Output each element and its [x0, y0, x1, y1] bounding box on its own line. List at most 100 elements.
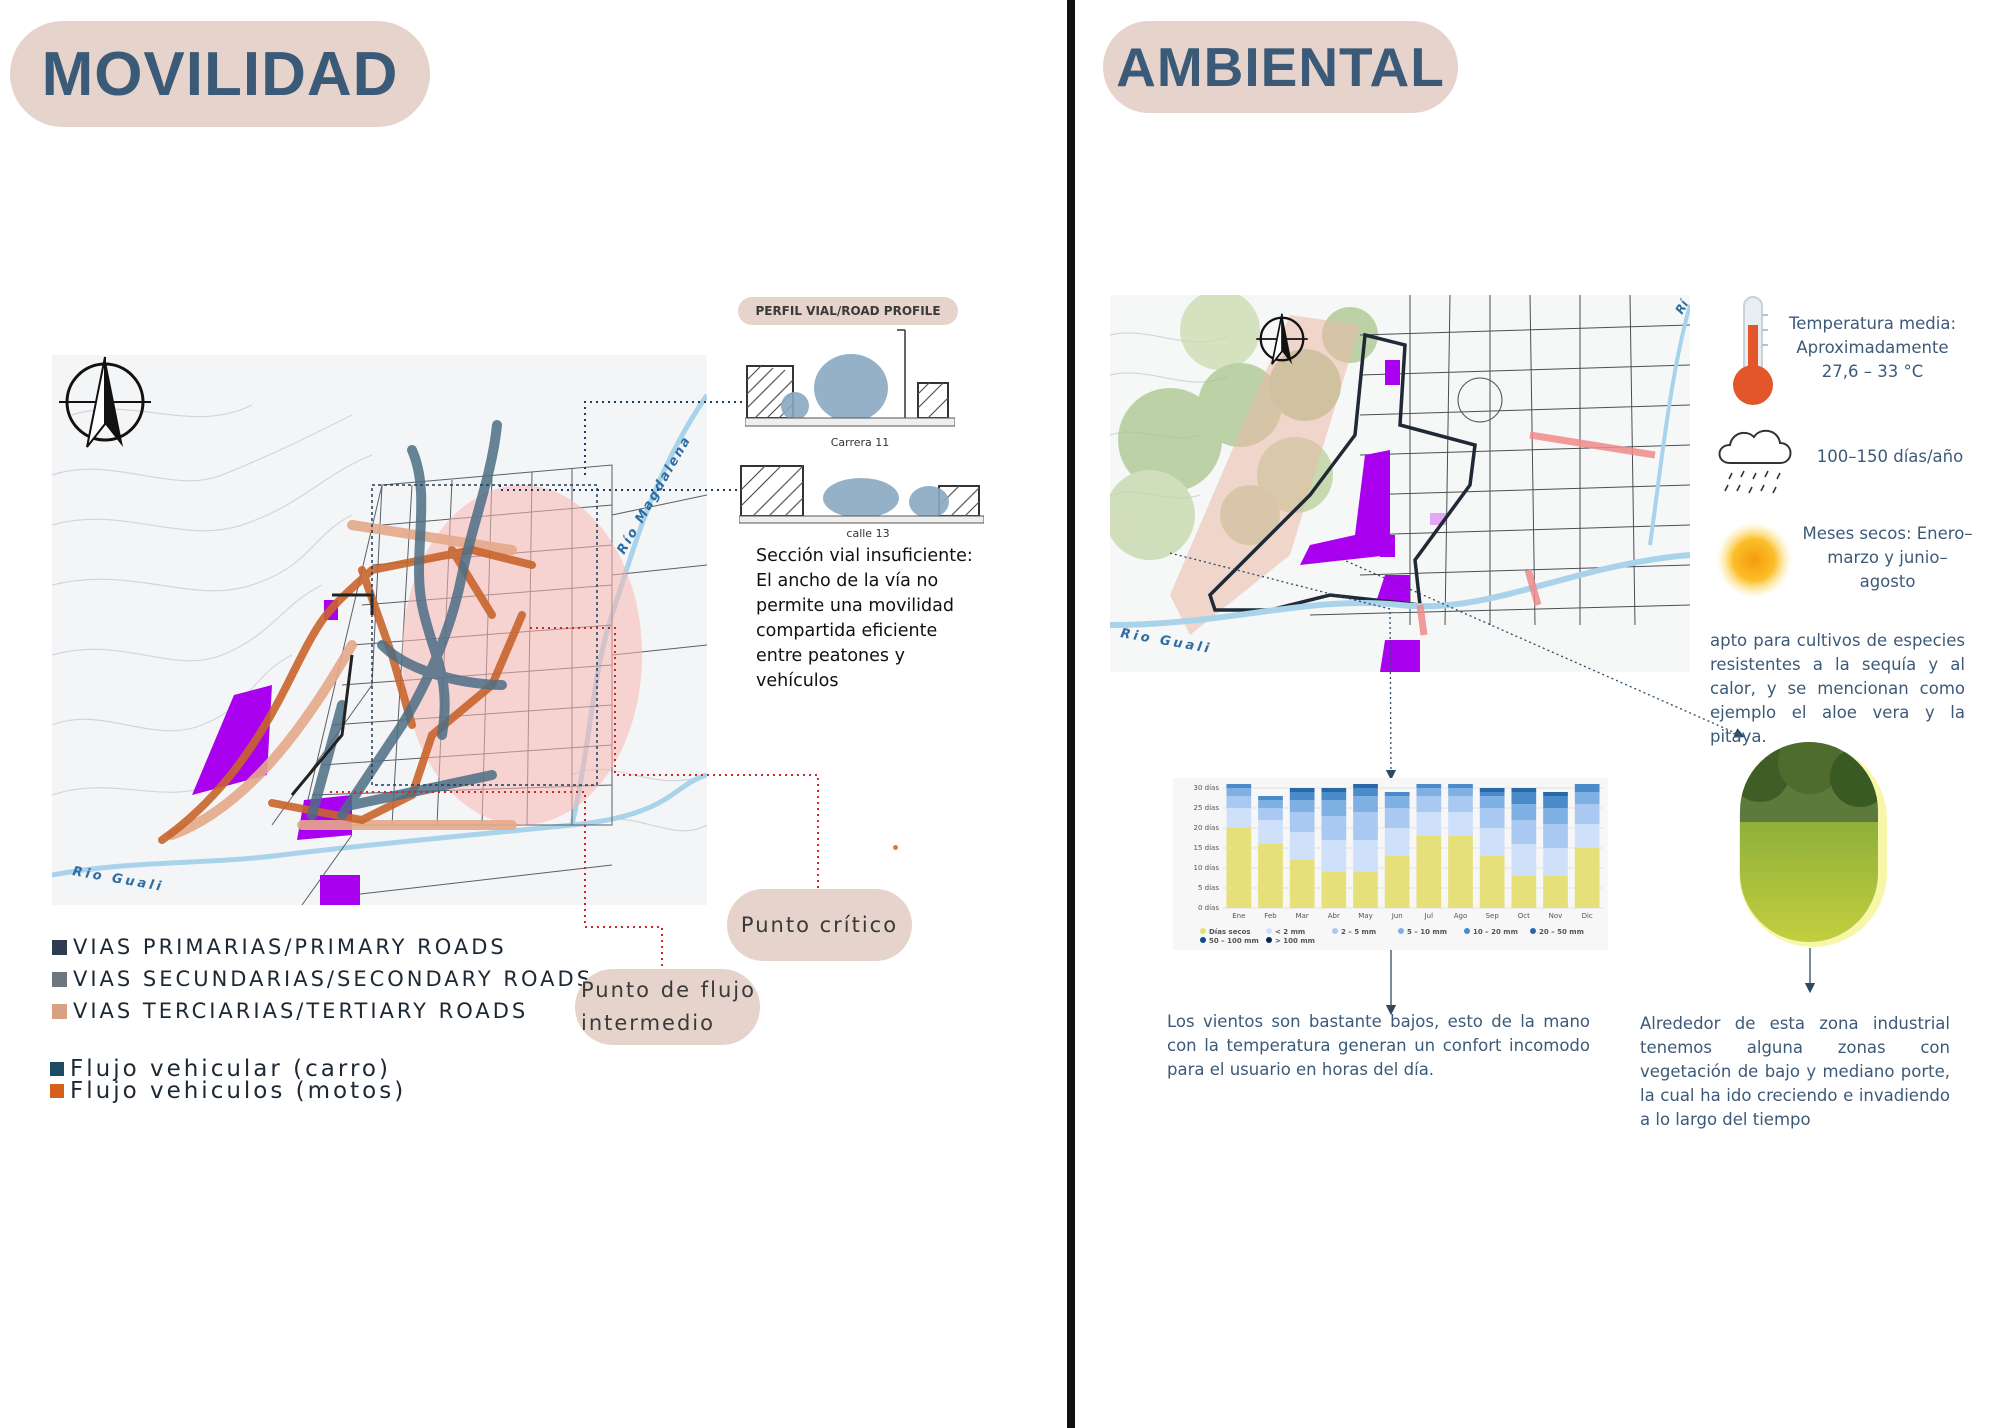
- vegetation-note: Alrededor de esta zona industrial tenemo…: [1640, 1014, 1950, 1129]
- chart-bar-segment: [1479, 796, 1505, 808]
- profile-caption-calle-13: calle 13: [846, 527, 890, 540]
- chart-bar-segment: [1574, 824, 1600, 848]
- chart-bar-segment: [1258, 800, 1283, 808]
- legend-label-secondary: VIAS SECUNDARIAS/SECONDARY ROADS: [73, 967, 594, 991]
- temperature-text: Temperatura media: Aproximadamente 27,6 …: [1788, 314, 1957, 381]
- chart-bar-segment: [1321, 788, 1347, 792]
- punto-flujo-pill: Punto de flujo intermedio: [575, 969, 760, 1045]
- chart-ytick-label: 15 días: [1194, 844, 1220, 852]
- chart-bar-segment: [1384, 792, 1410, 796]
- movilidad-title: MOVILIDAD: [41, 39, 399, 109]
- legend-swatch-tertiary: [52, 1003, 67, 1019]
- chart-bar-segment: [1416, 796, 1442, 812]
- sun-icon: [1716, 522, 1792, 598]
- chart-bar-segment: [1289, 800, 1315, 812]
- chart-bar-segment: [1574, 804, 1600, 824]
- chart-bar-segment: [1353, 788, 1378, 796]
- chart-bar-segment: [1226, 784, 1252, 788]
- chart-bar-segment: [1289, 860, 1315, 908]
- chart-xtick-label: Abr: [1328, 912, 1340, 920]
- dry-months-text: Meses secos: Enero–marzo y junio–agosto: [1802, 524, 1973, 591]
- legend-label-car: Flujo vehicular (carro): [70, 1056, 391, 1082]
- chart-bar-segment: [1226, 828, 1252, 908]
- chart-xtick-label: Mar: [1296, 912, 1309, 920]
- chart-legend-swatch: [1398, 928, 1404, 934]
- env-critical-segments: [1416, 431, 1656, 636]
- chart-bar-segment: [1321, 792, 1347, 800]
- chart-bar-segment: [1543, 876, 1568, 908]
- chart-bar-segment: [1479, 808, 1505, 828]
- chart-legend-label: < 2 mm: [1275, 928, 1305, 936]
- chart-bar-segment: [1543, 792, 1568, 796]
- chart-legend-label: 5 – 10 mm: [1407, 928, 1447, 936]
- chart-xtick-label: Jul: [1424, 912, 1434, 920]
- chart-legend-label: 20 – 50 mm: [1539, 928, 1584, 936]
- roads-legend: VIAS PRIMARIAS/PRIMARY ROADS VIAS SECUND…: [52, 931, 593, 1027]
- legend-label-primary: VIAS PRIMARIAS/PRIMARY ROADS: [73, 935, 507, 959]
- chart-xtick-label: Dic: [1582, 912, 1593, 920]
- road-profile-label: PERFIL VIAL/ROAD PROFILE: [755, 304, 941, 318]
- chart-bar-segment: [1511, 820, 1537, 844]
- chart-bar-segment: [1479, 856, 1505, 908]
- punto-flujo-label: Punto de flujo intermedio: [581, 978, 756, 1035]
- chart-bar-segment: [1416, 784, 1442, 788]
- road-profile-carrera-11: [745, 329, 955, 427]
- chart-bar-segment: [1479, 792, 1505, 796]
- chart-bar-segment: [1543, 796, 1568, 808]
- chart-bar-segment: [1479, 788, 1505, 792]
- chart-bar-segment: [1511, 792, 1537, 804]
- mobility-connectors: [330, 401, 819, 970]
- orange-dot: [893, 845, 898, 850]
- chart-bar-segment: [1448, 812, 1473, 836]
- chart-bar-segment: [1289, 792, 1315, 800]
- legend-secondary-roads: VIAS SECUNDARIAS/SECONDARY ROADS: [52, 963, 593, 995]
- chart-bar-segment: [1226, 808, 1252, 828]
- crops-note: apto para cultivos de especies resistent…: [1710, 631, 1965, 746]
- chart-bar-segment: [1353, 840, 1378, 872]
- chart-bar-segment: [1511, 788, 1537, 792]
- chart-bar-segment: [1448, 784, 1473, 788]
- chart-bar-segment: [1574, 848, 1600, 908]
- road-profile-calle-13: [739, 465, 984, 524]
- chart-bar-segment: [1543, 824, 1568, 848]
- legend-moto-flow: Flujo vehiculos (motos): [50, 1078, 406, 1104]
- chart-xtick-label: Feb: [1264, 912, 1277, 920]
- rain-cloud-icon: [1718, 429, 1792, 494]
- chart-ytick-label: 30 días: [1194, 784, 1220, 792]
- chart-bar-segment: [1353, 812, 1378, 840]
- legend-primary-roads: VIAS PRIMARIAS/PRIMARY ROADS: [52, 931, 593, 963]
- punto-critico-pill: Punto crítico: [727, 889, 912, 961]
- chart-ytick-label: 5 días: [1198, 884, 1219, 892]
- chart-bar-segment: [1384, 808, 1410, 828]
- chart-legend-swatch: [1200, 928, 1206, 934]
- chart-bar-segment: [1479, 828, 1505, 856]
- chart-bar-segment: [1543, 848, 1568, 876]
- chart-bar-segment: [1289, 812, 1315, 832]
- contour-lines: [52, 404, 707, 832]
- movilidad-title-pill: MOVILIDAD: [10, 21, 430, 127]
- chart-bar-segment: [1574, 792, 1600, 804]
- chart-bar-segment: [1384, 856, 1410, 908]
- legend-tertiary-roads: VIAS TERCIARIAS/TERTIARY ROADS: [52, 995, 593, 1027]
- chart-legend-label: > 100 mm: [1275, 937, 1315, 945]
- chart-bar-segment: [1226, 788, 1252, 796]
- legend-swatch-moto: [50, 1084, 64, 1098]
- chart-bar-segment: [1448, 788, 1473, 796]
- legend-swatch-car: [50, 1062, 64, 1076]
- chart-bar-segment: [1384, 828, 1410, 856]
- legend-car-flow: Flujo vehicular (carro): [50, 1056, 406, 1082]
- chart-bar-segment: [1416, 788, 1442, 796]
- wind-note: Los vientos son bastante bajos, esto de …: [1167, 1012, 1590, 1079]
- legend-label-tertiary: VIAS TERCIARIAS/TERTIARY ROADS: [73, 999, 529, 1023]
- north-arrow-icon: [59, 356, 151, 448]
- vegetation-photo: [1740, 742, 1878, 942]
- flows-legend: Flujo vehicular (carro) Flujo vehiculos …: [50, 1056, 406, 1104]
- car-flow: [307, 420, 507, 820]
- chart-xtick-label: Jun: [1391, 912, 1403, 920]
- rain-text: 100–150 días/año: [1816, 447, 1964, 466]
- chart-ytick-label: 20 días: [1194, 824, 1220, 832]
- chart-xtick-label: Sep: [1486, 912, 1500, 920]
- chart-legend-label: 10 – 20 mm: [1473, 928, 1518, 936]
- chart-bar-segment: [1416, 836, 1442, 908]
